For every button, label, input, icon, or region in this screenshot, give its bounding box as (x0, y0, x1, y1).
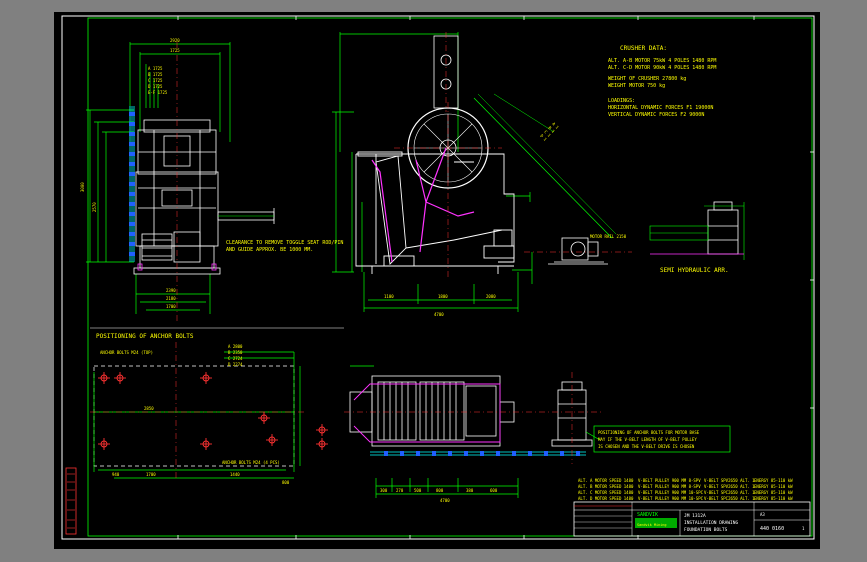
dim-label: 4700 (440, 498, 450, 503)
crusher-data-line: VERTICAL DYNAMIC FORCES F2 9000N (608, 112, 704, 118)
sheet-rev: A3 (760, 512, 765, 517)
motor (548, 237, 608, 265)
inner-frame (87, 17, 813, 537)
anchor-section-title: POSITIONING OF ANCHOR BOLTS (96, 333, 194, 340)
alt-label: A 2800 (228, 344, 243, 349)
belt-spec-cell: ENERGY 85-110 kW (754, 478, 793, 483)
dim-label: 940 (112, 472, 120, 477)
title-line: JM 1312A (684, 513, 706, 519)
alt-label: C 2724 (228, 356, 243, 361)
jaw-highlight (371, 147, 475, 263)
crusher-data-line: ALT. A-B MOTOR 75kW 4 POLES 1480 RPM (608, 58, 716, 64)
semi-hydraulic-view (649, 201, 745, 260)
alt-label-side: D 1 (539, 133, 548, 142)
dim-label: 500 (414, 488, 422, 493)
belt-spec-cell: ENERGY 85-110 kW (754, 490, 793, 495)
crusher-data-line: WEIGHT MOTOR 750 kg (608, 83, 665, 89)
alt-label: D 2274 (228, 362, 243, 367)
dim-label: 1725 (170, 48, 180, 53)
alt-label-front: A 1725 (148, 66, 163, 71)
belt-spec-cell: V-BELT PULLEY 900 MM 8-SPV (638, 478, 701, 483)
dim-label: 800 (436, 488, 444, 493)
semi-hydraulic-label: SEMI HYDRAULIC ARR. (660, 267, 729, 274)
belt-spec-cell: ALT. C MOTOR SPEED 1480 (578, 490, 634, 495)
belt-spec-cell: V-BELT SPV2650 ALT. 1 (704, 478, 755, 483)
belt-spec-cell: V-BELT PULLEY 900 MM 10-SPC (638, 490, 704, 495)
belt-spec-cell: V-BELT SPC2650 ALT. 1 (704, 490, 755, 495)
revision-strip (65, 467, 77, 535)
foundation-note: POSITIONING OF ANCHOR BOLTS FOR MOTOR BA… (598, 430, 700, 435)
dim-label: 2180 (166, 296, 176, 301)
motor-rail-label: MOTOR RAIL 2150 (590, 234, 627, 239)
alt-label-front: E-F 1725 (148, 90, 168, 95)
belt-spec-cell: V-BELT PULLEY 900 MM 8-SPV (638, 484, 701, 489)
dim-label: 2570 (92, 202, 97, 212)
dim-label: 600 (490, 488, 498, 493)
alt-label-side: B 1 (547, 125, 556, 134)
belt-spec-cell: V-BELT SPC2650 ALT. 1 (704, 496, 755, 501)
dim-label: 380 (466, 488, 474, 493)
cad-drawing: CRUSHER DATA: ALT. A-B MOTOR 75kW 4 POLE… (61, 15, 815, 540)
drawing-sheet: CRUSHER DATA: ALT. A-B MOTOR 75kW 4 POLE… (54, 12, 820, 549)
company-name: SANDVIK (637, 512, 658, 518)
belt-spec-cell: ENERGY 85-110 kW (754, 496, 793, 501)
belt-spec-cell: ENERGY 85-110 kW (754, 484, 793, 489)
side-view (332, 32, 632, 312)
foundation-note: IS CHOSEN AND THE V-BELT DRIVE IS CHOSEN (598, 444, 695, 449)
anchor-bolts-label-2: ANCHOR BOLTS M24 (4 PCS) (222, 460, 280, 465)
belt-spec-cell: ALT. A MOTOR SPEED 1480 (578, 478, 634, 483)
alt-label-front: B 1725 (148, 72, 163, 77)
dim-label: 300 (380, 488, 388, 493)
belt-spec-cell: ALT. D MOTOR SPEED 1480 (578, 496, 634, 501)
anchor-bolt-plan (90, 327, 344, 479)
dim-label: 1800 (438, 294, 448, 299)
anchor-bolt-markers (98, 372, 328, 450)
title-line: INSTALLATION DRAWING (684, 520, 738, 526)
dim-label: 1100 (384, 294, 394, 299)
clearance-note: CLEARANCE TO REMOVE TOGGLE SEAT ROD/PIN (226, 240, 343, 246)
foundation-note: MAY IF THE V-BELT LENGTH OF V-BELT PULLE… (598, 437, 697, 442)
dim-label: 1440 (230, 472, 240, 477)
title-block (573, 501, 811, 537)
dim-label: 1700 (166, 304, 176, 309)
crusher-data-line: WEIGHT OF CRUSHER 27800 kg (608, 76, 686, 82)
dim-label: 2080 (486, 294, 496, 299)
alt-label-front: C 1725 (148, 78, 163, 83)
belt-spec-cell: ALT. B MOTOR SPEED 1480 (578, 484, 634, 489)
dim-label: 1700 (146, 472, 156, 477)
belt-spec-cell: V-BELT SPV2650 ALT. 1 (704, 484, 755, 489)
dim-label: 2920 (170, 38, 180, 43)
dim-label: 3000 (80, 182, 85, 192)
plan-view (344, 365, 731, 498)
crusher-data-line: HORIZONTAL DYNAMIC FORCES F1 19000N (608, 105, 713, 111)
anchor-bolts-label: ANCHOR BOLTS M24 (TOP) (100, 350, 153, 355)
title-line: FOUNDATION BOLTS (684, 527, 728, 533)
dim-label: 270 (396, 488, 404, 493)
sheet-border (61, 15, 815, 540)
crusher-data-line: ALT. C-D MOTOR 90kW 4 POLES 1480 RPM (608, 65, 716, 71)
company-sub: Sandvik Mining (637, 523, 667, 527)
crusher-data-line: LOADINGS: (608, 98, 635, 104)
belt-spec-cell: V-BELT PULLEY 900 MM 10-SPC (638, 496, 704, 501)
sheet-number: 1 (802, 526, 805, 531)
dim-label: 2850 (144, 406, 154, 411)
alt-label-side: A 1 (551, 121, 560, 130)
drawing-number: 440 0160 (760, 526, 784, 532)
alt-label: B 2350 (228, 350, 243, 355)
crusher-data-heading: CRUSHER DATA: (620, 45, 667, 52)
clearance-note: AND GUIDE APPROX. BE 1000 MM. (226, 247, 313, 253)
foundation-note-box (593, 425, 731, 453)
front-view (86, 42, 275, 322)
dim-label: 2390 (166, 288, 176, 293)
alt-label-side: C 1 (543, 129, 552, 138)
alt-label-front: D 1725 (148, 84, 163, 89)
dim-label: 4700 (434, 312, 444, 317)
dim-label: 800 (282, 480, 290, 485)
